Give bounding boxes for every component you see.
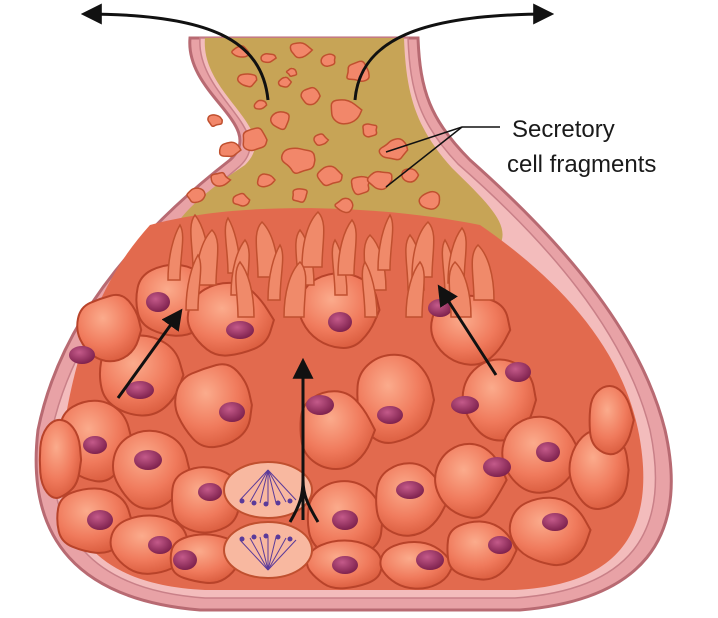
label-secretory: Secretory bbox=[512, 116, 615, 143]
cell-fragment bbox=[293, 189, 307, 202]
nucleus bbox=[377, 406, 403, 424]
cell-fragment bbox=[254, 100, 266, 109]
cell-fragment bbox=[363, 124, 377, 137]
nucleus bbox=[146, 292, 170, 312]
nucleus bbox=[332, 510, 358, 530]
cell-fragment bbox=[402, 169, 419, 182]
nucleus bbox=[396, 481, 424, 499]
nucleus bbox=[126, 381, 154, 399]
cell-fragment bbox=[279, 77, 292, 87]
label-cell-fragments: cell fragments bbox=[507, 151, 656, 178]
nucleus bbox=[226, 321, 254, 339]
cell bbox=[40, 420, 81, 498]
nucleus bbox=[173, 550, 197, 570]
nucleus bbox=[488, 536, 512, 554]
nucleus bbox=[198, 483, 222, 501]
nucleus bbox=[306, 395, 334, 415]
nucleus bbox=[451, 396, 479, 414]
cell-fragment bbox=[321, 54, 335, 66]
nucleus bbox=[483, 457, 511, 477]
nucleus bbox=[134, 450, 162, 470]
cell-fragment bbox=[351, 177, 369, 195]
nucleus bbox=[332, 556, 358, 574]
cell-fragment bbox=[208, 115, 222, 126]
nucleus bbox=[219, 402, 245, 422]
nucleus bbox=[505, 362, 531, 382]
nucleus bbox=[87, 510, 113, 530]
nucleus bbox=[542, 513, 568, 531]
cell-fragment bbox=[187, 188, 205, 202]
nucleus bbox=[69, 346, 95, 364]
nucleus bbox=[416, 550, 444, 570]
nucleus bbox=[536, 442, 560, 462]
nucleus bbox=[148, 536, 172, 554]
nucleus bbox=[328, 312, 352, 332]
nucleus bbox=[83, 436, 107, 454]
